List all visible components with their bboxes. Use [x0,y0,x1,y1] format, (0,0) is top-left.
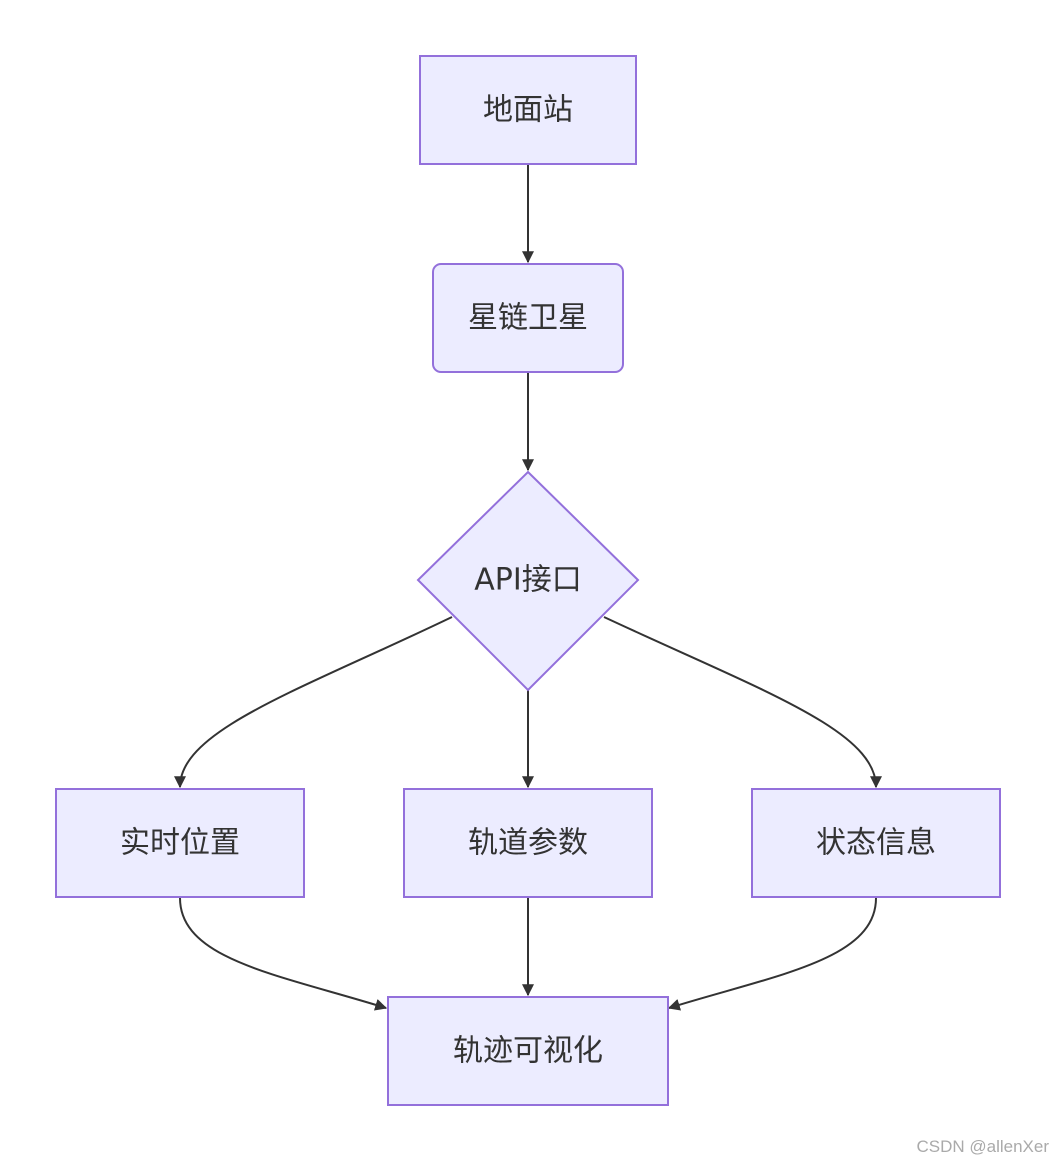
node-api-interface: API接口 [416,470,640,692]
edge-status-to-viz [667,897,877,1011]
node-shape [387,996,669,1106]
node-label: API接口 [474,563,581,598]
node-starlink-satellite: 星链卫星 [432,263,624,373]
edge-api-to-status [603,616,882,789]
node-realtime-position: 实时位置 [55,788,305,898]
edge-api-to-realtime [174,616,453,789]
node-label: 星链卫星 [468,301,588,336]
node-shape [55,788,305,898]
node-label: 实时位置 [120,826,240,861]
node-trajectory-visualization: 轨迹可视化 [387,996,669,1106]
watermark: CSDN @allenXer [916,1137,1049,1156]
node-orbit-parameters: 轨道参数 [403,788,653,898]
node-shape [419,55,637,165]
node-label: 地面站 [483,93,573,128]
node-status-info: 状态信息 [751,788,1001,898]
node-label: 状态信息 [816,826,936,861]
node-shape [751,788,1001,898]
edge-realtime-to-viz [179,897,388,1011]
node-shape [416,470,640,692]
node-shape [403,788,653,898]
node-label: 轨迹可视化 [453,1034,603,1069]
node-label: 轨道参数 [468,826,588,861]
node-ground-station: 地面站 [419,55,637,165]
node-shape [432,263,624,373]
edges [174,164,882,1011]
